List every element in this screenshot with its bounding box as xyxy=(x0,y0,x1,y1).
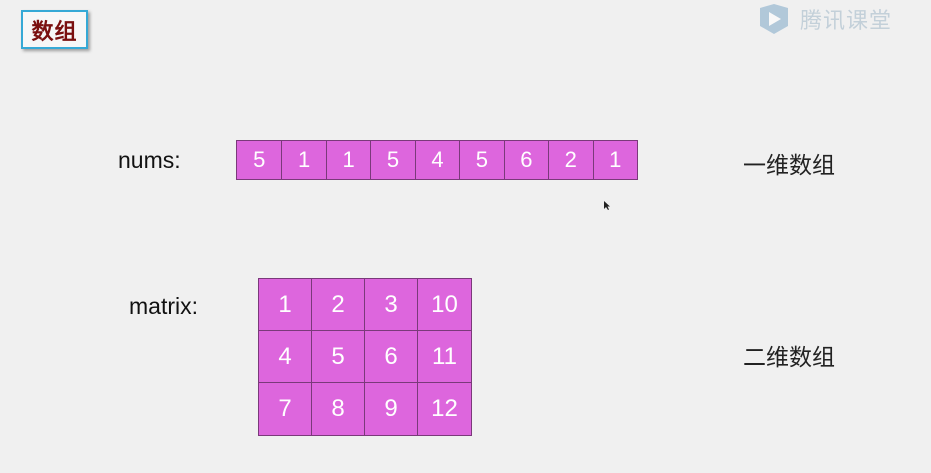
nums-cell: 1 xyxy=(281,141,326,179)
matrix-cell: 7 xyxy=(259,383,312,435)
matrix-cell: 9 xyxy=(365,383,418,435)
mouse-cursor-icon xyxy=(604,201,610,210)
play-logo-icon xyxy=(760,4,788,34)
nums-cell: 5 xyxy=(237,141,282,179)
nums-label: nums: xyxy=(118,147,181,173)
matrix-cell: 2 xyxy=(312,279,365,331)
matrix-label: matrix: xyxy=(129,293,198,319)
nums-cell: 1 xyxy=(592,141,637,179)
matrix-cell: 3 xyxy=(365,279,418,331)
title-box: 数组 xyxy=(21,10,88,49)
nums-cell: 1 xyxy=(325,141,371,179)
two-dimensional-array-label: 二维数组 xyxy=(743,345,835,371)
matrix-cell: 6 xyxy=(365,331,418,383)
matrix-cell: 1 xyxy=(259,279,312,331)
nums-cell: 5 xyxy=(370,141,415,179)
matrix-cell: 11 xyxy=(418,331,471,383)
matrix-cell: 8 xyxy=(312,383,365,435)
matrix-cell: 4 xyxy=(259,331,312,383)
tencent-classroom-logo: 腾讯课堂 xyxy=(754,2,892,36)
matrix-cell: 12 xyxy=(418,383,471,435)
page-title: 数组 xyxy=(31,19,78,45)
matrix-cell: 10 xyxy=(418,279,471,331)
nums-cell: 5 xyxy=(459,141,504,179)
nums-cell: 2 xyxy=(548,141,593,179)
nums-cell: 4 xyxy=(414,141,460,179)
matrix-cell: 5 xyxy=(312,331,365,383)
logo-text: 腾讯课堂 xyxy=(800,9,893,34)
one-dimensional-array-label: 一维数组 xyxy=(743,153,835,179)
nums-cell: 6 xyxy=(503,141,549,179)
